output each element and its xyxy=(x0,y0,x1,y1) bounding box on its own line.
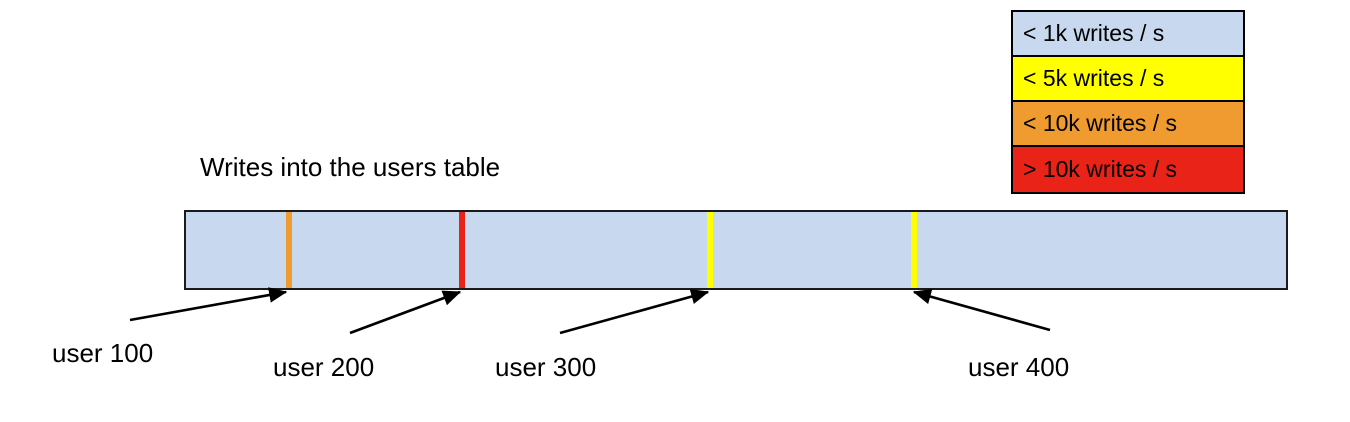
legend-row-lt-1k: < 1k writes / s xyxy=(1013,12,1243,57)
arrow-user-300 xyxy=(559,288,710,335)
callout-label-user-100: user 100 xyxy=(52,338,154,368)
legend-row-lt-10k: < 10k writes / s xyxy=(1013,102,1243,147)
legend-label-lt-1k: < 1k writes / s xyxy=(1023,20,1165,46)
arrow-user-200 xyxy=(349,290,462,335)
arrow-user-400 xyxy=(912,289,1051,332)
legend-label-lt-5k: < 5k writes / s xyxy=(1023,65,1165,91)
users-table-bar xyxy=(184,210,1288,290)
legend-row-lt-5k: < 5k writes / s xyxy=(1013,57,1243,102)
callout-label-user-400: user 400 xyxy=(968,352,1070,382)
bar-base-fill xyxy=(186,212,1286,288)
legend-label-lt-10k: < 10k writes / s xyxy=(1023,110,1178,136)
marker-stripe-user-300 xyxy=(707,212,713,288)
marker-stripe-user-200 xyxy=(459,212,465,288)
write-rate-legend: < 1k writes / s < 5k writes / s < 10k wr… xyxy=(1011,10,1245,194)
chart-title: Writes into the users table xyxy=(200,152,501,182)
callout-label-user-300: user 300 xyxy=(495,352,597,382)
marker-stripe-user-400 xyxy=(911,212,917,288)
callout-label-user-200: user 200 xyxy=(273,352,375,382)
marker-stripe-user-100 xyxy=(286,212,292,288)
legend-row-gt-10k: > 10k writes / s xyxy=(1013,147,1243,192)
legend-label-gt-10k: > 10k writes / s xyxy=(1023,156,1178,182)
arrow-user-100 xyxy=(129,287,288,322)
